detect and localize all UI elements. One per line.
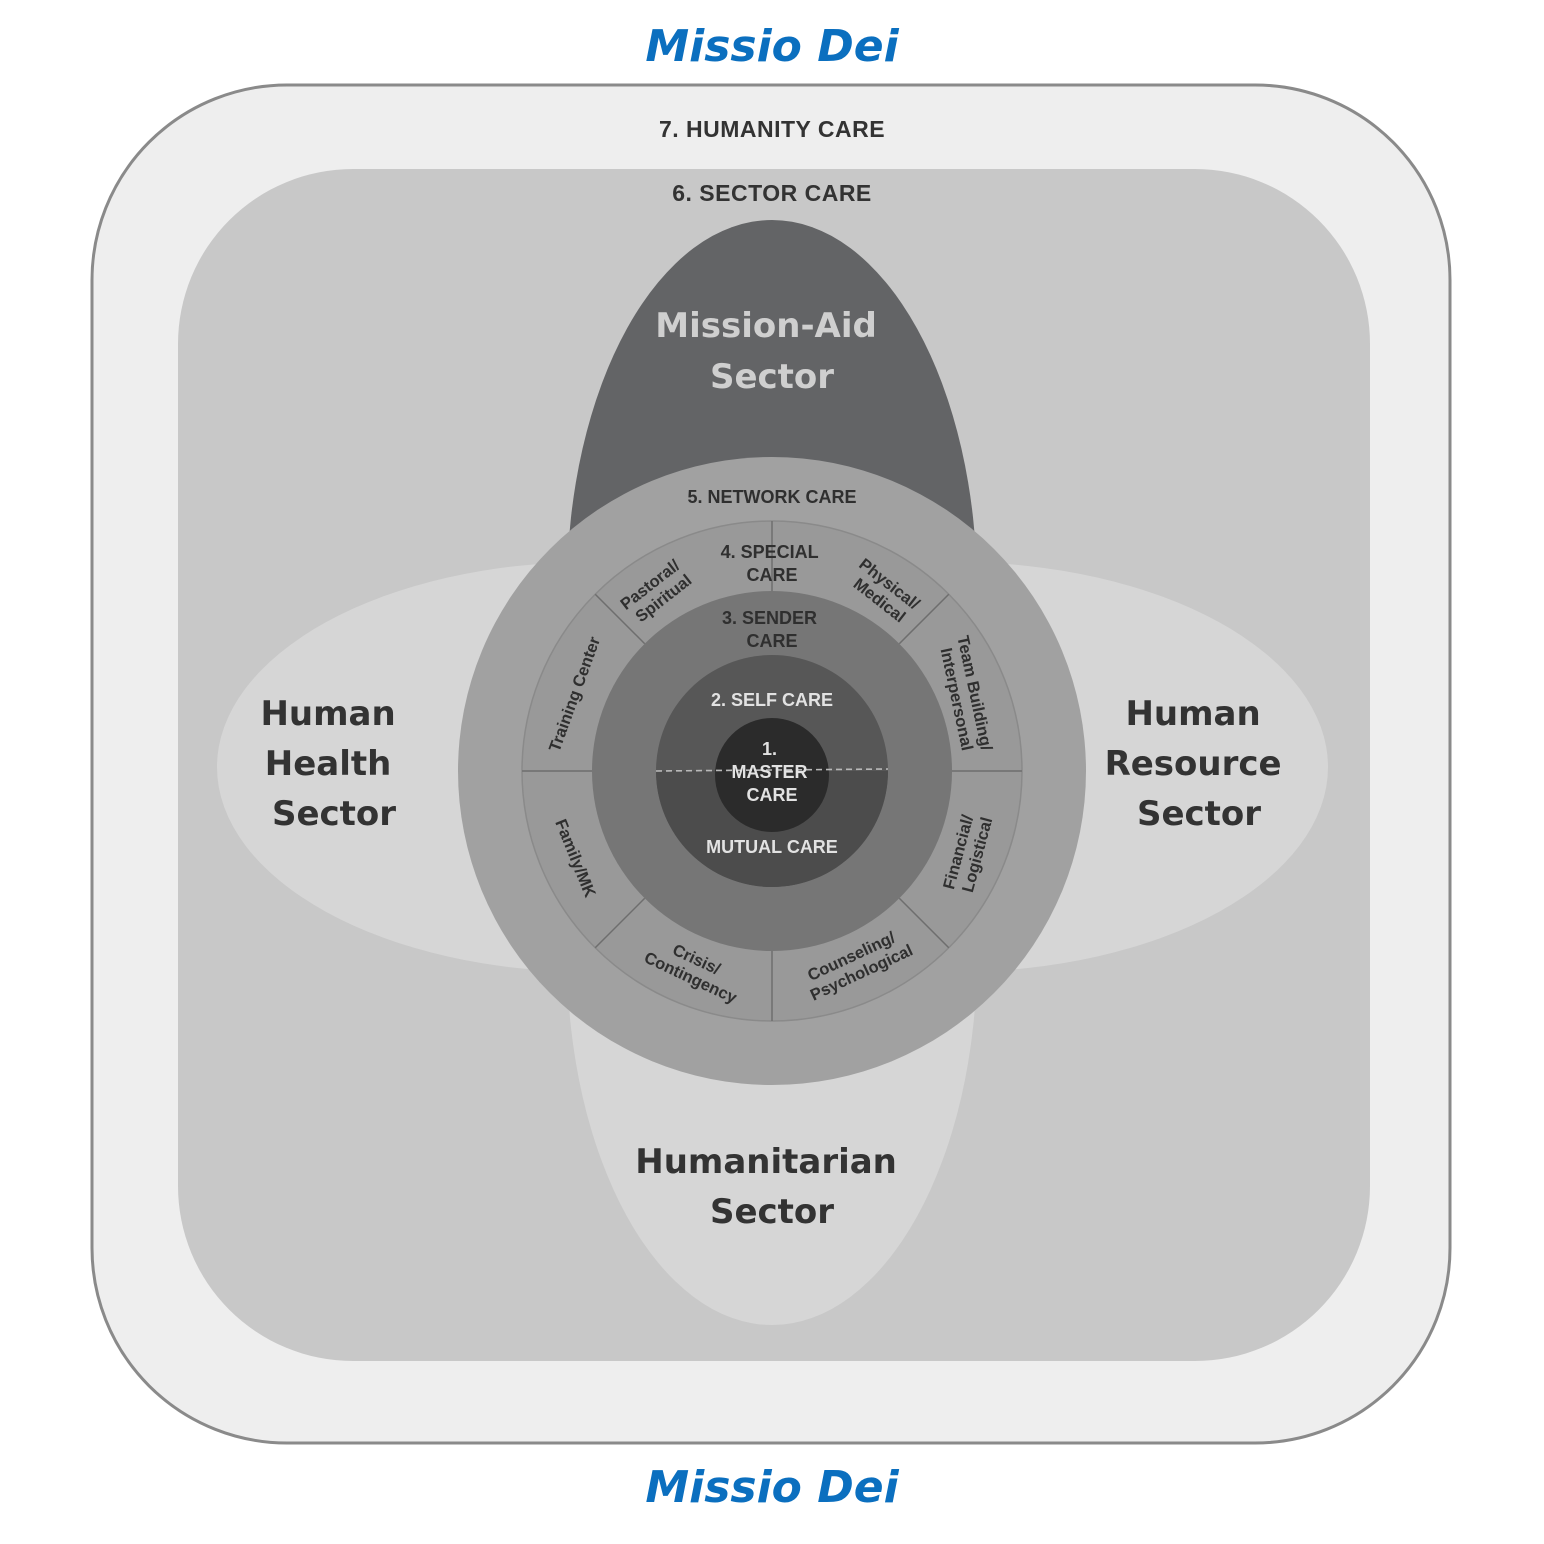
humanitarian-sector-label: Humanitarian Sector — [635, 1142, 909, 1232]
segment-divider — [594, 897, 646, 949]
segment-divider — [898, 897, 950, 949]
self-mutual-dashed-divider — [655, 768, 889, 772]
segment-divider — [898, 593, 950, 645]
special-care-label: 4. SPECIAL CARE — [721, 542, 824, 585]
special-care-dividers — [522, 521, 1022, 1021]
title-top: Missio Dei — [645, 21, 899, 72]
segment-divider — [594, 593, 646, 645]
mutual-care-label: MUTUAL CARE — [706, 837, 838, 857]
human-health-sector-label: Human Health Sector — [260, 694, 407, 834]
mission-aid-sector-label: Mission-Aid Sector — [655, 306, 888, 397]
title-bottom: Missio Dei — [645, 1462, 899, 1513]
sector-care-label: 6. SECTOR CARE — [672, 180, 872, 206]
sender-care-label: 3. SENDER CARE — [722, 608, 822, 651]
self-care-label: 2. SELF CARE — [711, 690, 833, 710]
master-care-circle — [715, 718, 829, 832]
network-care-label: 5. NETWORK CARE — [687, 487, 856, 507]
humanity-care-label: 7. HUMANITY CARE — [659, 116, 885, 142]
human-resource-sector-label: Human Resource Sector — [1105, 694, 1294, 834]
master-care-label: 1. MASTER CARE — [731, 739, 812, 805]
